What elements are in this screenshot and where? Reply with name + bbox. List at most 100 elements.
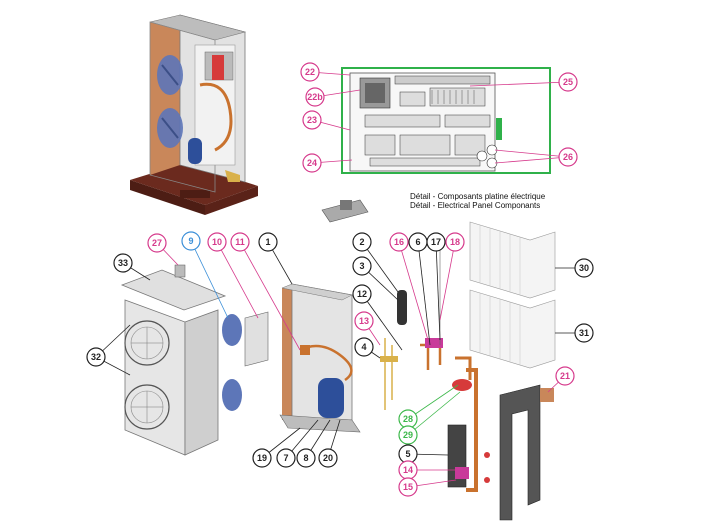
- callout-24: 24: [302, 153, 353, 173]
- callout-20: 20: [318, 419, 341, 468]
- callout-7: 7: [276, 419, 319, 468]
- callout-leader: [469, 81, 569, 87]
- callout-5: 5: [398, 444, 449, 464]
- callout-leader: [407, 391, 461, 436]
- callout-circle: [574, 258, 594, 278]
- callout-leader: [494, 156, 569, 164]
- callout-label: 9: [188, 236, 193, 246]
- callout-label: 10: [212, 237, 222, 247]
- callout-label: 6: [415, 237, 420, 247]
- callout-label: 13: [359, 316, 369, 326]
- callout-circle: [354, 337, 374, 357]
- callout-label: 14: [403, 465, 413, 475]
- callout-label: 27: [152, 238, 162, 248]
- callout-6: 6: [408, 232, 431, 346]
- callout-label: 28: [403, 414, 413, 424]
- callout-circle: [352, 284, 372, 304]
- callout-label: 15: [403, 482, 413, 492]
- callout-label: 26: [563, 152, 573, 162]
- callout-label: 19: [257, 453, 267, 463]
- callout-label: 2: [359, 237, 364, 247]
- detail-caption-fr: Détail - Composants platine électrique: [410, 192, 546, 201]
- detail-caption-en: Détail - Electrical Panel Componants: [410, 201, 540, 210]
- callout-8: 8: [296, 419, 331, 468]
- callout-1: 1: [258, 232, 293, 285]
- callout-leader: [239, 241, 301, 351]
- callout-17: 17: [426, 232, 446, 341]
- callout-21: 21: [547, 366, 575, 393]
- callout-label: 22: [305, 67, 315, 77]
- callout-circle: [296, 448, 316, 468]
- callout-26: 26: [494, 147, 578, 167]
- electrical-panel: Détail - Composants platine électrique D…: [321, 67, 551, 223]
- callout-18: 18: [439, 232, 465, 321]
- callout-label: 5: [405, 449, 410, 459]
- callout-label: 7: [283, 453, 288, 463]
- callout-leader: [361, 293, 403, 351]
- callout-circle: [300, 62, 320, 82]
- callout-leader: [494, 149, 569, 158]
- callout-label: 11: [235, 237, 245, 247]
- callout-circle: [574, 323, 594, 343]
- callout-23: 23: [302, 110, 351, 131]
- callout-label: 31: [579, 328, 589, 338]
- callout-label: 17: [431, 237, 441, 247]
- callout-label: 24: [307, 158, 317, 168]
- callout-circle: [230, 232, 250, 252]
- callout-leader: [417, 241, 431, 346]
- callout-3: 3: [352, 256, 399, 301]
- callout-circle: [352, 232, 372, 252]
- callout-label: 20: [323, 453, 333, 463]
- callout-circle: [302, 110, 322, 130]
- callout-circle: [276, 448, 296, 468]
- callout-22: 22: [300, 62, 351, 82]
- callout-label: 3: [359, 261, 364, 271]
- callout-label: 18: [450, 237, 460, 247]
- callout-label: 21: [560, 371, 570, 381]
- callout-19: 19: [252, 427, 301, 468]
- callout-label: 23: [307, 115, 317, 125]
- callout-9: 9: [181, 231, 229, 319]
- callout-22b: 22b: [305, 87, 361, 107]
- callout-leader: [361, 241, 399, 293]
- callout-label: 4: [361, 342, 366, 352]
- callout-4: 4: [354, 337, 381, 359]
- callout-circle: [555, 366, 575, 386]
- callout-leader: [216, 241, 259, 319]
- callout-label: 22b: [307, 92, 323, 102]
- callout-circle: [258, 232, 278, 252]
- callout-leader: [439, 241, 456, 321]
- callout-28: 28: [398, 384, 459, 429]
- callout-32: 32: [86, 324, 131, 376]
- callout-circle: [302, 153, 322, 173]
- callout-circle: [354, 311, 374, 331]
- callout-29: 29: [398, 391, 461, 445]
- casing-exploded: [120, 264, 269, 456]
- callout-leader: [435, 241, 441, 341]
- callout-circle: [558, 147, 578, 167]
- callout-16: 16: [389, 232, 429, 341]
- assembled-unit: [130, 14, 258, 215]
- grilles: [469, 221, 556, 521]
- callout-circle: [86, 347, 106, 367]
- callout-label: 30: [579, 263, 589, 273]
- callout-circle: [207, 232, 227, 252]
- callout-15: 15: [398, 477, 457, 497]
- callout-circle: [398, 477, 418, 497]
- callout-label: 1: [265, 237, 270, 247]
- callout-10: 10: [207, 232, 259, 319]
- callout-27: 27: [147, 233, 179, 266]
- callout-circle: [426, 232, 446, 252]
- callout-label: 25: [563, 77, 573, 87]
- callout-11: 11: [230, 232, 301, 351]
- callout-circle: [398, 425, 418, 445]
- callout-14: 14: [398, 460, 456, 480]
- callout-31: 31: [555, 323, 594, 343]
- callout-label: 29: [403, 430, 413, 440]
- callout-33: 33: [113, 253, 151, 281]
- callout-circle: [305, 87, 325, 107]
- callout-30: 30: [555, 258, 594, 278]
- central-body: [279, 283, 361, 433]
